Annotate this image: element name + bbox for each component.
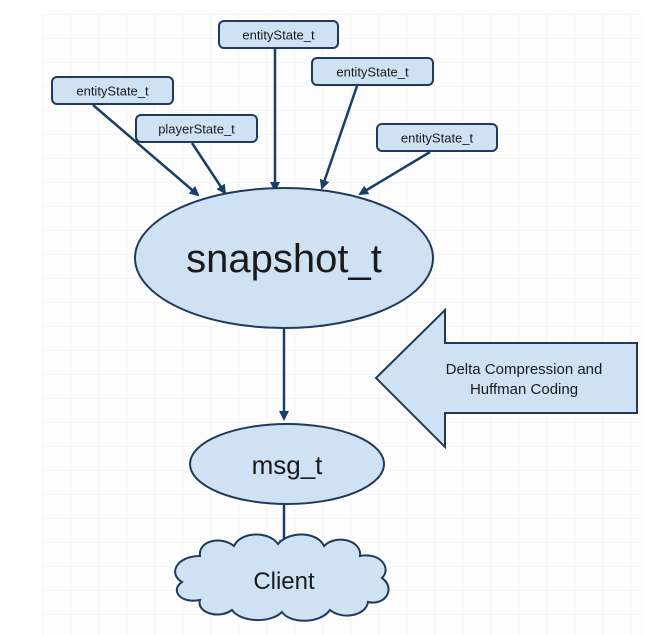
client-label: Client <box>253 568 315 595</box>
edge-entity-left-to-snapshot <box>92 104 200 197</box>
input-node-player[interactable]: playerState_t <box>135 114 258 143</box>
msg-node[interactable]: msg_t <box>189 423 385 505</box>
input-node-entity-top[interactable]: entityState_t <box>218 20 339 49</box>
cloud-shape <box>174 533 390 622</box>
process-label-line2: Huffman Coding <box>470 381 578 398</box>
input-node-entity-mid[interactable]: entityState_t <box>311 57 434 86</box>
snapshot-label: snapshot_t <box>186 237 382 281</box>
client-node[interactable]: Client <box>174 533 390 622</box>
msg-label: msg_t <box>252 450 324 480</box>
edge-entity-mid-to-snapshot <box>319 85 359 190</box>
input-node-entity-left[interactable]: entityState_t <box>51 76 174 105</box>
process-label-line1: Delta Compression and <box>446 361 603 378</box>
edge-player-to-snapshot <box>190 142 227 195</box>
input-node-label: playerState_t <box>158 122 235 137</box>
edge-entity-right-to-snapshot <box>358 150 431 196</box>
snapshot-node[interactable]: snapshot_t <box>134 187 434 329</box>
input-node-label: entityState_t <box>336 65 409 80</box>
input-node-label: entityState_t <box>242 28 315 43</box>
input-node-label: entityState_t <box>401 131 474 146</box>
input-node-entity-right[interactable]: entityState_t <box>376 123 498 152</box>
process-arrow: Delta Compression and Huffman Coding <box>374 307 638 450</box>
input-node-label: entityState_t <box>76 84 149 99</box>
